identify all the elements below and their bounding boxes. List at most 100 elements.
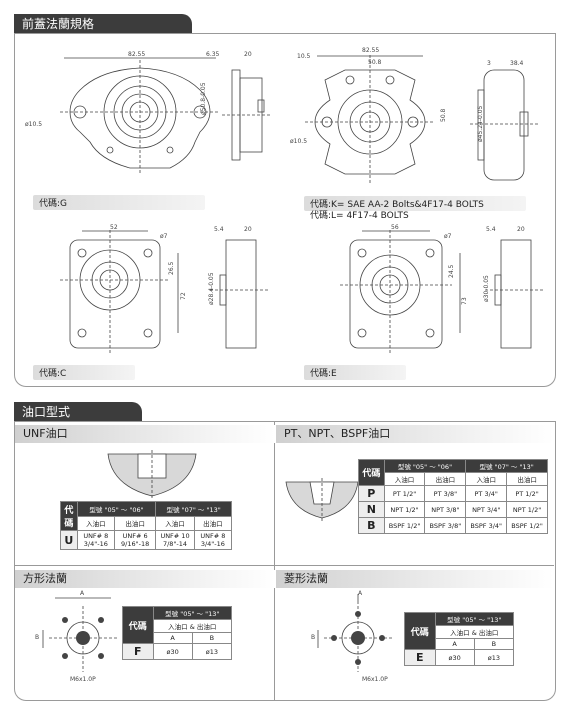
diamond-dim-a: A: [358, 590, 363, 597]
npt-cell: NPT 1/2": [506, 501, 548, 518]
pt-port-drawing: [285, 478, 359, 522]
unf-cell-3: UNF# 10 7/8"-14: [155, 530, 195, 550]
flange-e-side: [485, 239, 545, 349]
unf-spec-table: 代碼 型號 "05" ～ "06" 型號 "07" ～ "13" 入油口 出油口…: [60, 501, 233, 550]
square-a-value: ø30: [152, 643, 193, 660]
pt-cell: PT 1/2": [506, 485, 548, 502]
k-thick1-dim: 3: [487, 60, 491, 67]
diamond-dim-b: B: [311, 634, 316, 641]
square-flange-drawing: [42, 597, 117, 672]
c-hole-dim: ø7: [160, 233, 168, 240]
diamond-a-value: ø30: [434, 649, 475, 666]
bspf-cell: BSPF 1/2": [506, 517, 548, 534]
square-dim-b: B: [35, 634, 40, 641]
panel-divider-v: [274, 422, 275, 700]
square-col-b: B: [191, 632, 233, 644]
pt-row-code: P: [358, 485, 385, 502]
e-h2-dim: 73: [461, 297, 468, 305]
diamond-ports: 入油口 & 出油口: [434, 625, 514, 639]
c-width-dim: 52: [110, 224, 118, 231]
pt-code-header: 代碼: [358, 459, 385, 486]
k-hole-dim: ø10.5: [290, 138, 308, 145]
diamond-col-a: A: [434, 638, 475, 650]
flange-c-side: [210, 239, 270, 349]
pt-inlet-1: 入油口: [383, 472, 426, 486]
unf-port-drawing: [107, 450, 197, 500]
g-thick2-dim: 20: [244, 51, 252, 58]
square-dim-a: A: [80, 590, 85, 597]
pt-outlet-2: 出油口: [506, 472, 548, 486]
bspf-cell: BSPF 3/8": [424, 517, 467, 534]
pt-outlet-1: 出油口: [424, 472, 467, 486]
g-width-dim: 82.55: [128, 51, 146, 58]
bspf-row-code: B: [358, 517, 385, 534]
flange-e-code: 代碼:E: [304, 365, 406, 380]
pt-inlet-2: 入油口: [465, 472, 508, 486]
table-row: U UNF# 8 3/4"-16 UNF# 6 9/16"-18 UNF# 10…: [60, 530, 233, 550]
header-rule: [14, 33, 556, 34]
section-front-flange-header: 前蓋法蘭規格: [14, 14, 192, 34]
flange-g-drawing: [60, 57, 220, 175]
pt-group2: 型號 "07" ～ "13": [465, 459, 548, 473]
square-row-code: F: [122, 643, 154, 660]
diamond-code-header: 代碼: [404, 612, 436, 650]
npt-cell: NPT 3/4": [465, 501, 508, 518]
pt-cell: PT 3/4": [465, 485, 508, 502]
header-rule-2: [14, 421, 556, 422]
c-h1-dim: 26.5: [168, 261, 175, 275]
flange-g-code: 代碼:G: [33, 195, 205, 210]
table-row: F ø30 ø13: [122, 643, 233, 660]
diamond-row-code: E: [404, 649, 436, 666]
pt-cell: PT 3/8": [424, 485, 467, 502]
flange-g-side: [222, 69, 272, 161]
g-thick1-dim: 6.35: [206, 51, 220, 58]
npt-row-code: N: [358, 501, 385, 518]
diamond-title: 菱形法蘭: [284, 572, 328, 585]
unf-header: UNF油口: [15, 425, 275, 443]
flange-l-code: 代碼:L= 4F17-4 BOLTS: [310, 211, 409, 221]
c-thick1-dim: 5.4: [214, 226, 224, 233]
unf-title: UNF油口: [23, 427, 68, 440]
flange-k-code: 代碼:K= SAE AA-2 Bolts&4F17-4 BOLTS: [304, 196, 526, 211]
table-row: N NPT 1/2" NPT 3/8" NPT 3/4" NPT 1/2": [358, 501, 548, 518]
unf-code-header: 代碼: [60, 501, 78, 531]
table-row: P PT 1/2" PT 3/8" PT 3/4" PT 1/2": [358, 485, 548, 502]
g-shaft-dim: ø50.8-0.05: [200, 82, 207, 115]
unf-cell-2: UNF# 6 9/16"-18: [113, 530, 157, 550]
diamond-header: 菱形法蘭: [276, 570, 554, 588]
square-model: 型號 "05" ～ "13": [152, 606, 232, 620]
k-shaft-dim: ø45.24-0.05: [477, 105, 484, 142]
square-title: 方形法蘭: [23, 572, 67, 585]
square-col-a: A: [152, 632, 193, 644]
square-code-header: 代碼: [122, 606, 154, 644]
pt-group1: 型號 "05" ～ "06": [383, 459, 467, 473]
unf-row-code: U: [60, 530, 78, 550]
flange-c-code: 代碼:C: [33, 365, 135, 380]
k-hole2-dim: 10.5: [297, 53, 311, 60]
section-port-type-title: 油口型式: [22, 405, 71, 419]
square-spec-table: 代碼 型號 "05" ～ "13" 入油口 & 出油口 A B F ø30 ø1…: [122, 606, 233, 660]
e-thick2-dim: 20: [517, 226, 525, 233]
npt-cell: NPT 3/8": [424, 501, 467, 518]
square-header: 方形法蘭: [15, 570, 275, 588]
k-height-dim: 50.8: [440, 108, 447, 122]
flange-k-drawing: [305, 55, 435, 185]
k-width-dim: 82.55: [362, 47, 380, 54]
square-bolt: M6x1.0P: [70, 676, 96, 683]
e-thick1-dim: 5.4: [486, 226, 496, 233]
pt-header: PT、NPT、BSPF油口: [276, 425, 554, 443]
flange-e-drawing: [340, 230, 461, 353]
table-row: E ø30 ø13: [404, 649, 515, 666]
unf-cell-1: UNF# 8 3/4"-16: [76, 530, 115, 550]
g-hole-dim: ø10.5: [25, 121, 43, 128]
unf-inlet-2: 入油口: [155, 515, 195, 531]
section-port-type-header: 油口型式: [14, 402, 142, 422]
diamond-col-b: B: [473, 638, 515, 650]
pt-cell: PT 1/2": [383, 485, 426, 502]
diamond-model: 型號 "05" ～ "13": [434, 612, 514, 626]
e-shaft-dim: ø30-0.05: [483, 275, 490, 302]
c-thick2-dim: 20: [244, 226, 252, 233]
section-front-flange-title: 前蓋法蘭規格: [22, 17, 95, 31]
unf-outlet-2: 出油口: [193, 515, 233, 531]
k-inner-dim: 50.8: [368, 59, 382, 66]
